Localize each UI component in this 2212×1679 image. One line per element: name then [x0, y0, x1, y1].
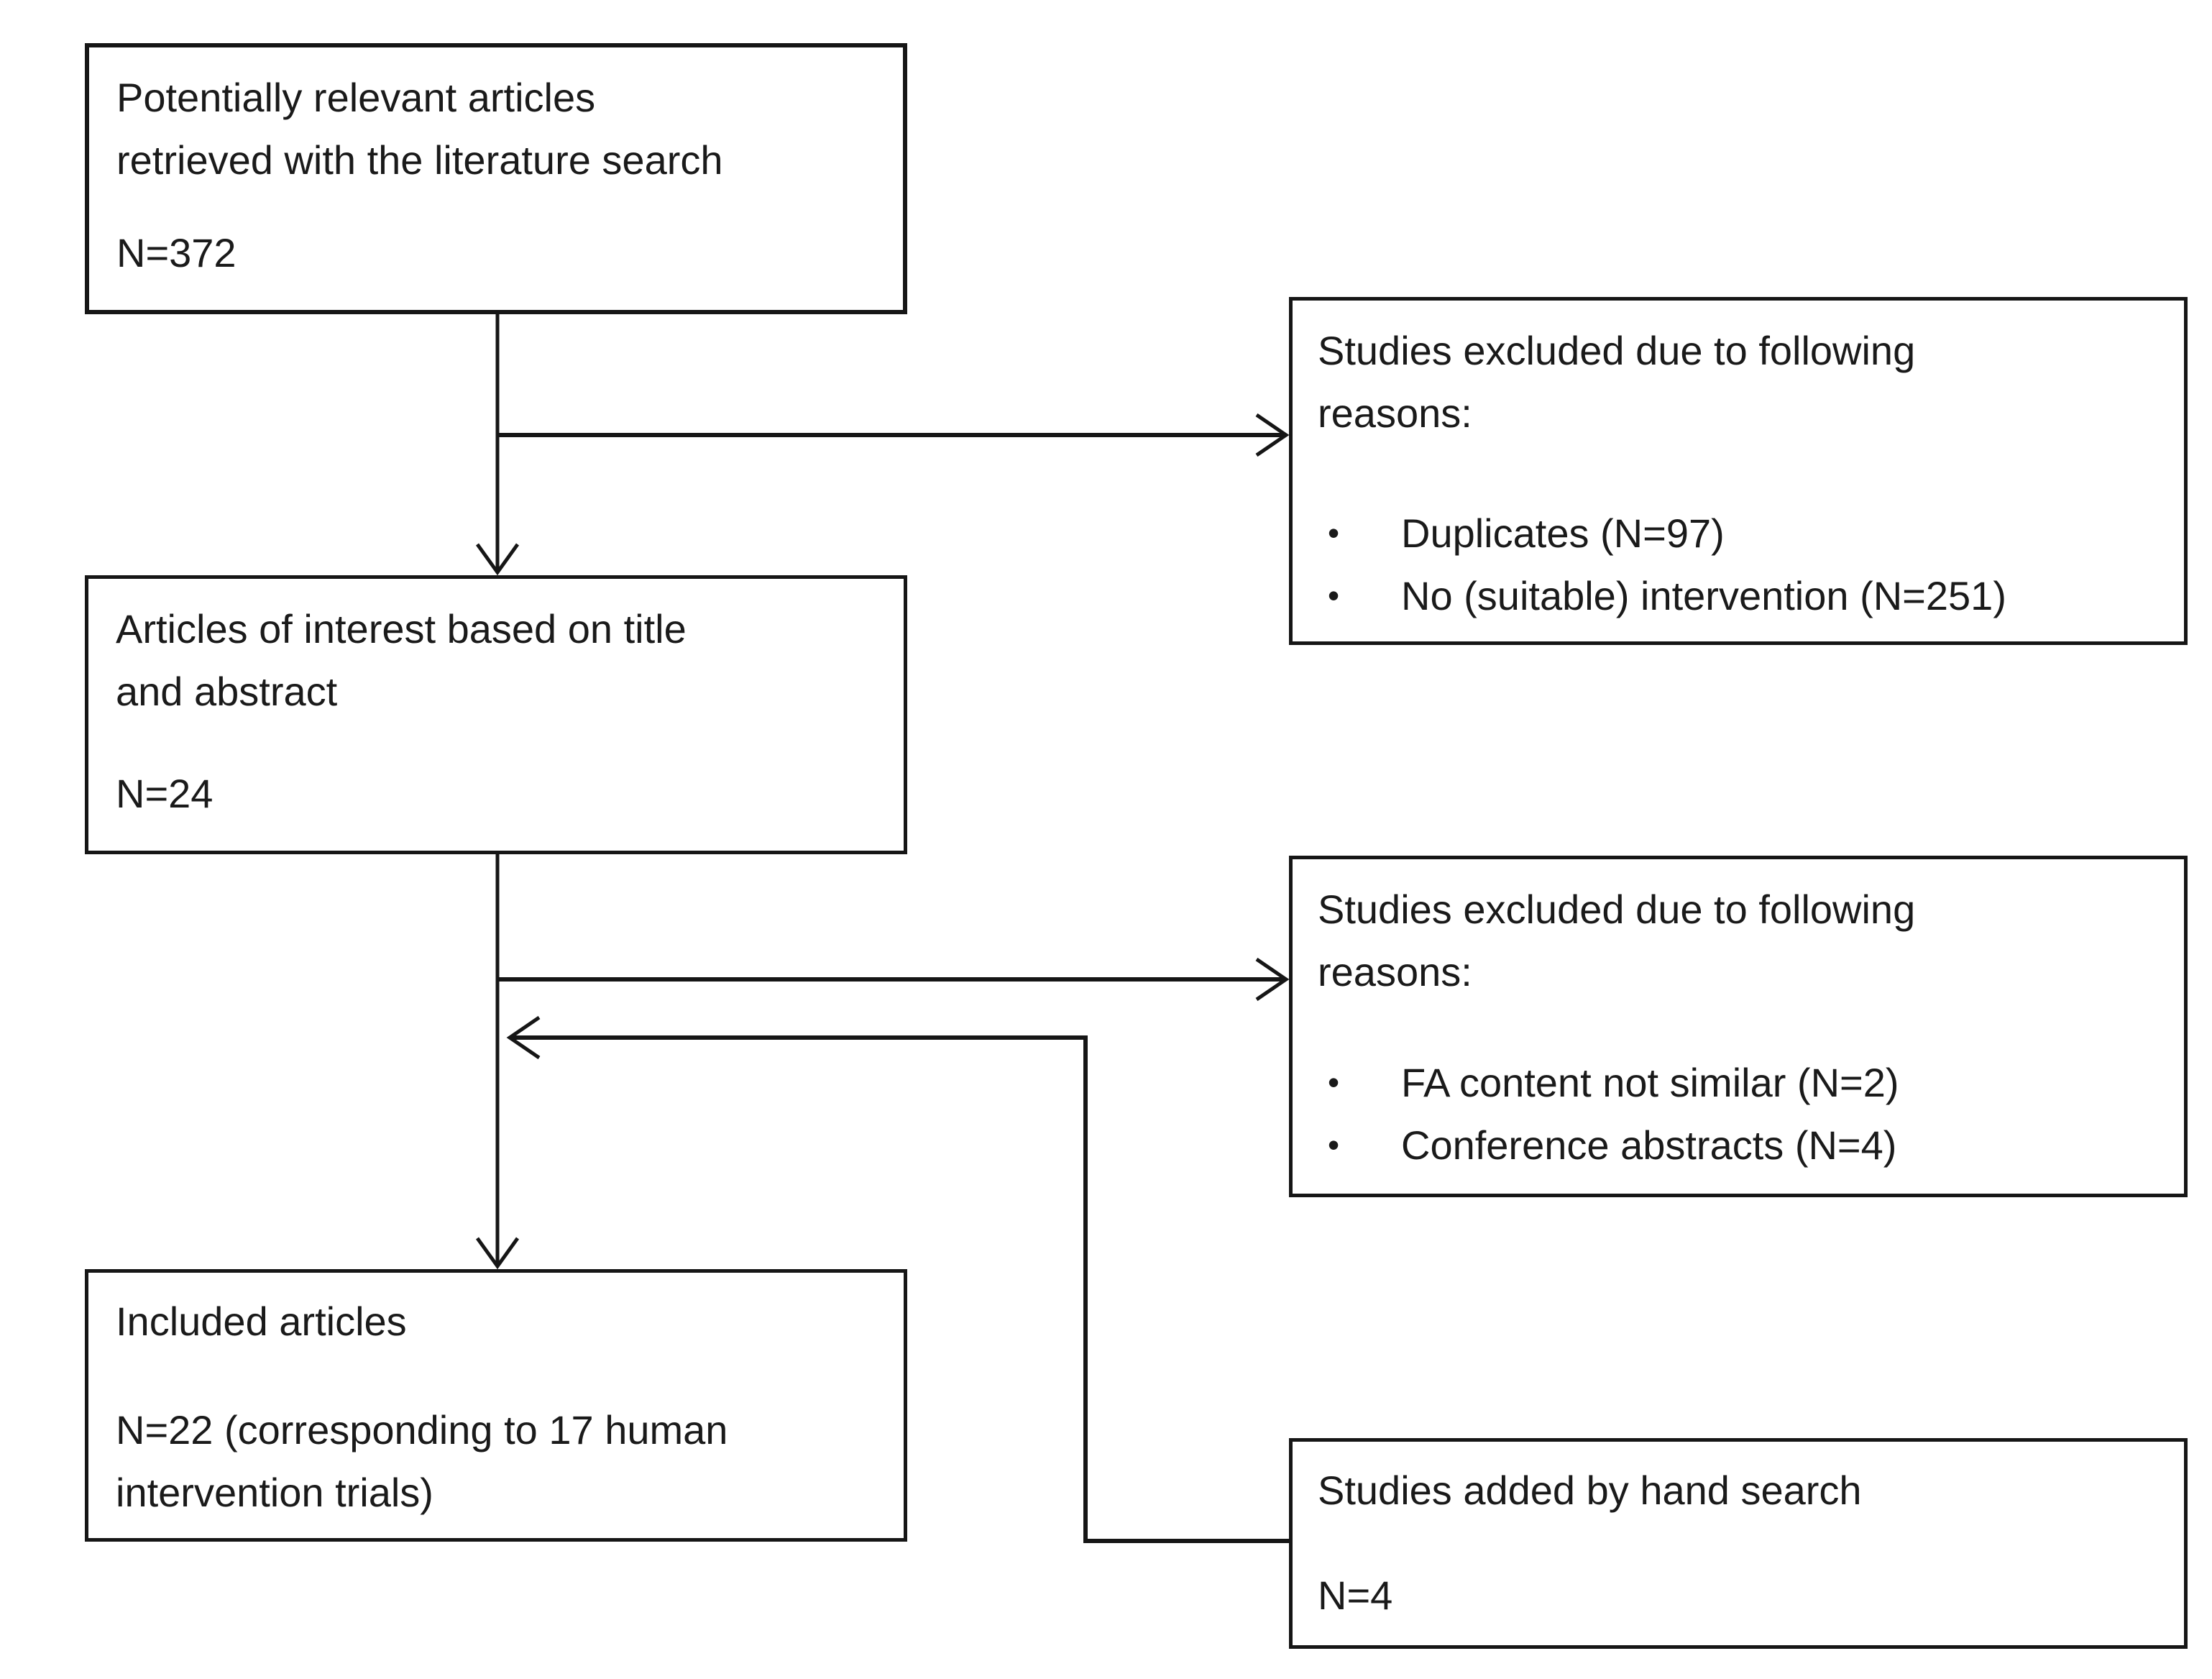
arrow-branch-to-excluded-1: [497, 413, 1290, 457]
box-title: Studies excluded due to following reason…: [1318, 887, 1916, 994]
box-count: N=4: [1318, 1573, 1393, 1618]
arrow-retrieved-to-screened: [475, 314, 520, 576]
box-count: N=372: [116, 230, 237, 275]
box-retrieved-articles: Potentially relevant articles retrieved …: [85, 43, 907, 314]
list-item: • No (suitable) intervention (N=251): [1318, 564, 2159, 627]
box-included-articles: Included articles N=22 (corresponding to…: [85, 1269, 907, 1542]
bullet-icon: •: [1328, 577, 1340, 614]
list-item: • FA content not similar (N=2): [1318, 1051, 2159, 1114]
list-item: • Duplicates (N=97): [1318, 502, 2159, 564]
arrow-handsearch-to-flow: [506, 1015, 1289, 1543]
box-title: Included articles: [116, 1299, 407, 1344]
bullet-icon: •: [1328, 1063, 1340, 1101]
box-title: Studies added by hand search: [1318, 1468, 1862, 1513]
exclusion-reason-list: • FA content not similar (N=2) • Confere…: [1318, 1051, 2159, 1176]
arrow-screened-to-included: [475, 854, 520, 1270]
box-count: N=24: [116, 771, 214, 816]
exclusion-reason-list: • Duplicates (N=97) • No (suitable) inte…: [1318, 502, 2159, 627]
arrow-branch-to-excluded-2: [497, 957, 1290, 1002]
bullet-icon: •: [1328, 514, 1340, 552]
box-title: Articles of interest based on title and …: [116, 606, 687, 714]
list-item: • Conference abstracts (N=4): [1318, 1114, 2159, 1176]
box-excluded-first-screening: Studies excluded due to following reason…: [1289, 297, 2188, 645]
box-title: Potentially relevant articles retrieved …: [116, 75, 723, 183]
box-articles-of-interest: Articles of interest based on title and …: [85, 575, 907, 854]
box-count: N=22 (corresponding to 17 human interven…: [116, 1407, 728, 1515]
box-title: Studies excluded due to following reason…: [1318, 328, 1916, 436]
box-excluded-second-screening: Studies excluded due to following reason…: [1289, 856, 2188, 1197]
box-hand-search: Studies added by hand search N=4: [1289, 1438, 2188, 1649]
bullet-icon: •: [1328, 1126, 1340, 1163]
